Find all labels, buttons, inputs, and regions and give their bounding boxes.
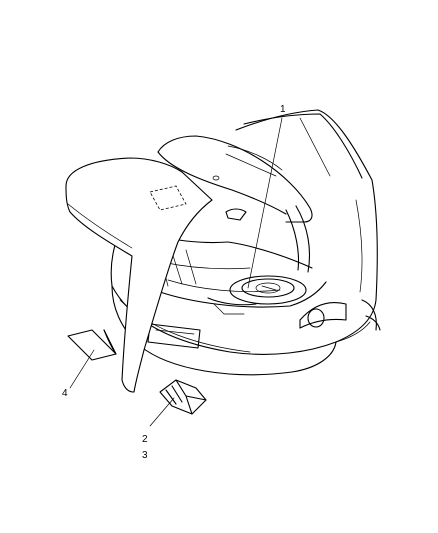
callout-4: 4 <box>62 388 68 399</box>
part-4-insert <box>67 329 117 361</box>
trunk-lid <box>157 135 313 223</box>
callout-2: 2 <box>142 434 148 445</box>
callout-3: 3 <box>142 450 148 461</box>
part-2-block <box>159 379 207 415</box>
callout-1: 1 <box>280 104 286 115</box>
part-1-floor-cover <box>65 157 213 393</box>
leader-lines <box>69 117 283 427</box>
